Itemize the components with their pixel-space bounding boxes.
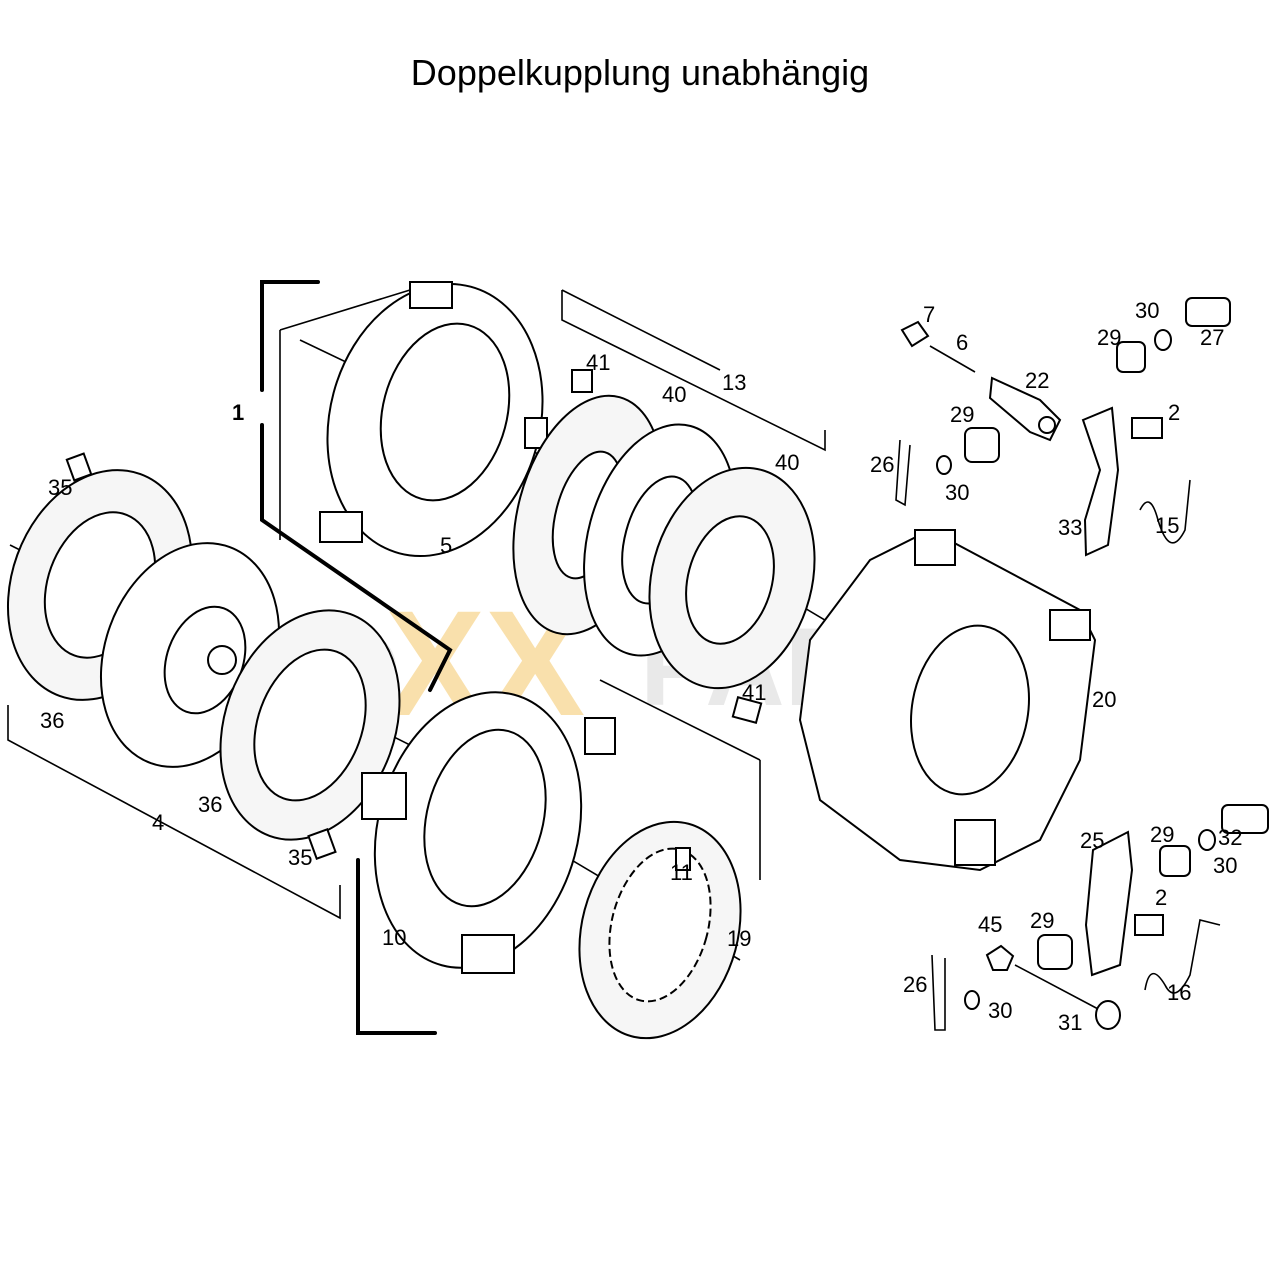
bolt-35-bottom	[307, 828, 337, 860]
label-2-top: 2	[1168, 400, 1180, 425]
bracket-group-1-bottom	[356, 858, 437, 1035]
clutch-housing-20	[798, 528, 1097, 872]
lever-33	[1081, 406, 1120, 557]
label-29-upper: 29	[950, 402, 974, 427]
label-40-top: 40	[662, 382, 686, 407]
label-29-lower-right: 29	[1150, 822, 1174, 847]
pin-2-bottom	[1134, 914, 1164, 936]
label-13: 13	[722, 370, 746, 395]
label-29-top: 29	[1097, 325, 1121, 350]
label-4: 4	[152, 810, 164, 835]
toothed-disc-19	[578, 820, 742, 1040]
label-26-bottom: 26	[903, 972, 927, 997]
label-6: 6	[956, 330, 968, 355]
spring-16	[1144, 919, 1221, 994]
pressure-plate-10	[361, 691, 616, 974]
lower-lever-assembly	[931, 804, 1269, 1031]
label-1: 1	[232, 400, 244, 425]
friction-disc-36-right	[219, 609, 401, 841]
callout-labels: 1 35 36 36 4 35 5 41 40 13 40 41 10 11 1…	[40, 298, 1242, 1035]
bolt-35-top	[65, 452, 93, 482]
bracket-group-13	[561, 290, 826, 452]
label-35-bottom: 35	[288, 845, 312, 870]
label-30-lower-right: 30	[1213, 853, 1237, 878]
label-15: 15	[1155, 513, 1179, 538]
cotter-pin-26-bottom	[931, 954, 946, 1031]
label-36-left: 36	[40, 708, 64, 733]
pin-2-top	[1131, 417, 1163, 439]
bracket-group-4	[7, 705, 341, 920]
washer-30-lower-right	[1198, 829, 1216, 851]
upper-lever-assembly	[895, 297, 1231, 557]
spring-15	[1139, 479, 1191, 544]
roller-29-lower-right	[1159, 845, 1191, 877]
label-5: 5	[440, 533, 452, 558]
label-20: 20	[1092, 687, 1116, 712]
lever-25	[1084, 830, 1134, 977]
label-36-right: 36	[198, 792, 222, 817]
friction-disc-40-b	[648, 466, 816, 690]
label-33: 33	[1058, 515, 1082, 540]
rod-31	[1014, 964, 1101, 1011]
label-19: 19	[727, 926, 751, 951]
cotter-pin-26-top	[895, 439, 911, 507]
label-35-top: 35	[48, 475, 72, 500]
diagram-title: Doppelkupplung unabhängig	[410, 52, 870, 93]
label-7: 7	[923, 302, 935, 327]
nut-45	[985, 944, 1015, 971]
washer-30-top	[1154, 329, 1172, 351]
label-2-bottom: 2	[1155, 885, 1167, 910]
label-26-top: 26	[870, 452, 894, 477]
label-45: 45	[978, 912, 1002, 937]
bracket-group-1-mid	[260, 423, 453, 692]
bolt-41-top	[571, 369, 593, 393]
pressure-plate-5	[319, 281, 548, 558]
label-40-right: 40	[775, 450, 799, 475]
bracket-group-1-top	[260, 280, 320, 392]
pin-32	[1221, 804, 1269, 834]
label-30-bottom: 30	[988, 998, 1012, 1023]
label-10: 10	[382, 925, 406, 950]
roller-29-upper	[964, 427, 1000, 463]
label-41-top: 41	[586, 350, 610, 375]
label-30-upper: 30	[945, 480, 969, 505]
label-31: 31	[1058, 1010, 1082, 1035]
washer-30-upper	[936, 455, 952, 475]
label-30-top: 30	[1135, 298, 1159, 323]
roller-29-top	[1116, 341, 1146, 373]
label-11: 11	[670, 860, 693, 885]
label-32: 32	[1218, 825, 1242, 850]
washer-30-bottom	[964, 990, 980, 1010]
label-27: 27	[1200, 325, 1224, 350]
bolt-41-bottom	[731, 696, 763, 724]
label-22: 22	[1025, 368, 1049, 393]
label-25: 25	[1080, 828, 1104, 853]
pin-27	[1185, 297, 1231, 327]
pin-11	[675, 847, 691, 871]
roller-29-lower	[1037, 934, 1073, 970]
label-41-bottom: 41	[742, 680, 766, 705]
label-16: 16	[1167, 980, 1191, 1005]
label-29-lower: 29	[1030, 908, 1054, 933]
